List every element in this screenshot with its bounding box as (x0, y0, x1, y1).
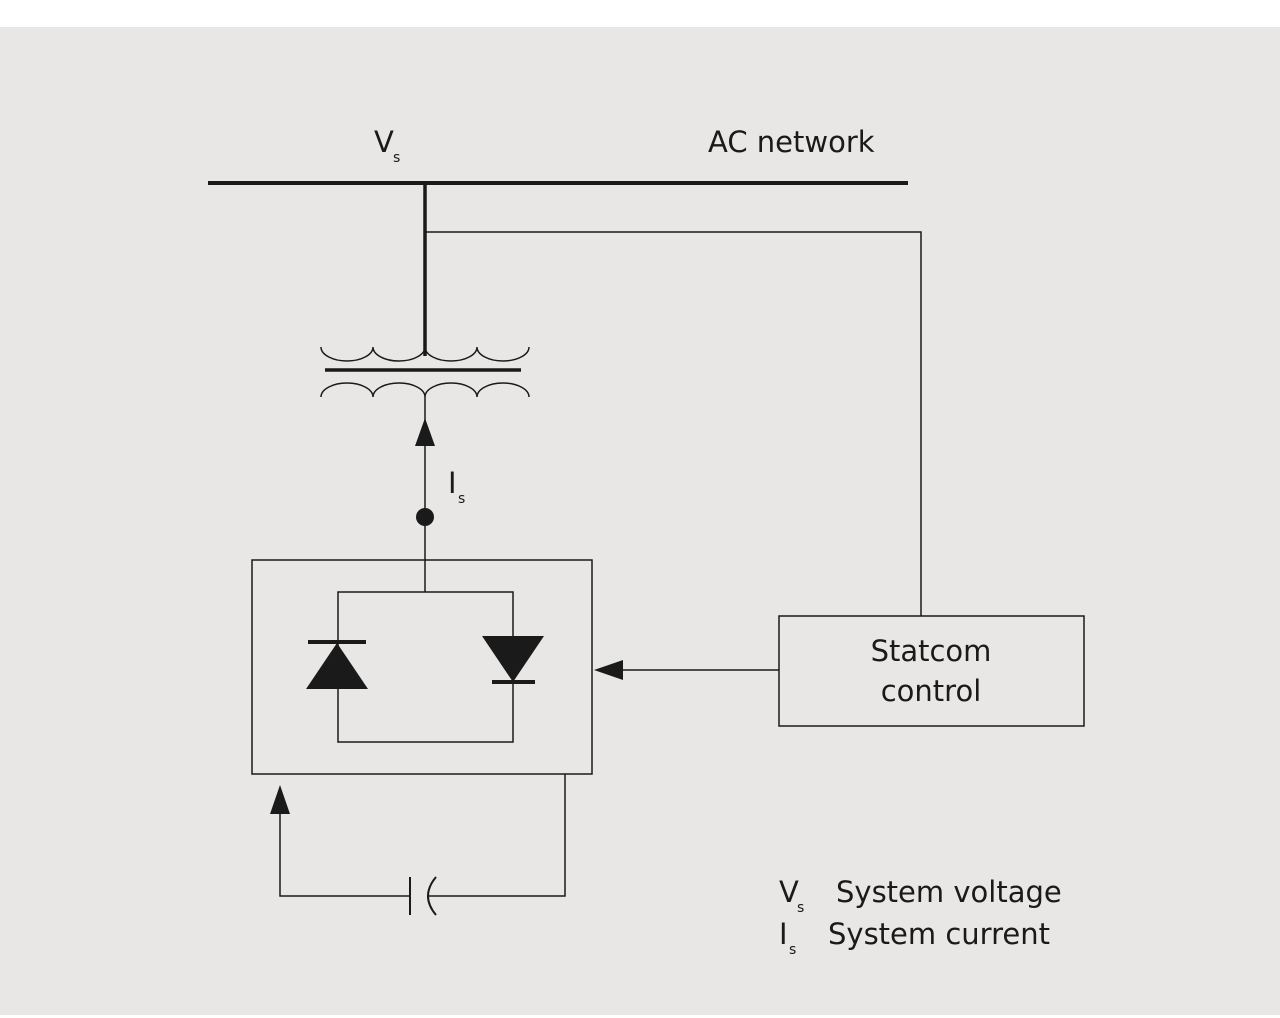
ac-network-label: AC network (708, 125, 875, 159)
bus-voltage-subscript: s (393, 150, 400, 166)
voltage-sense-line (425, 231, 922, 616)
legend-voltage-text: System voltage (836, 875, 1062, 909)
legend-voltage-symbol: V (779, 875, 799, 909)
current-subscript: s (458, 491, 465, 507)
control-label-line2: control (881, 674, 982, 708)
current-arrow-icon (415, 418, 435, 446)
dc-loop-left (279, 812, 410, 897)
left-valve-icon (306, 640, 368, 689)
control-arrow-icon (594, 660, 623, 680)
bus-voltage-symbol: V (374, 125, 394, 159)
control-label-line1: Statcom (871, 634, 992, 668)
legend-voltage-subscript: s (797, 900, 804, 916)
legend-current-subscript: s (789, 942, 796, 958)
background-panel (0, 27, 1280, 1015)
legend: V s System voltage I s System current (779, 875, 1062, 958)
right-valve-icon (482, 636, 544, 684)
measurement-dot (416, 508, 434, 526)
legend-current-symbol: I (779, 917, 788, 951)
dc-arrow-icon (270, 785, 290, 814)
capacitor-plate-curved (427, 876, 437, 916)
statcom-control-box (778, 615, 1085, 727)
legend-current-text: System current (828, 917, 1050, 951)
current-symbol: I (448, 466, 457, 500)
converter-box (251, 559, 593, 775)
dc-loop-right (428, 774, 566, 897)
